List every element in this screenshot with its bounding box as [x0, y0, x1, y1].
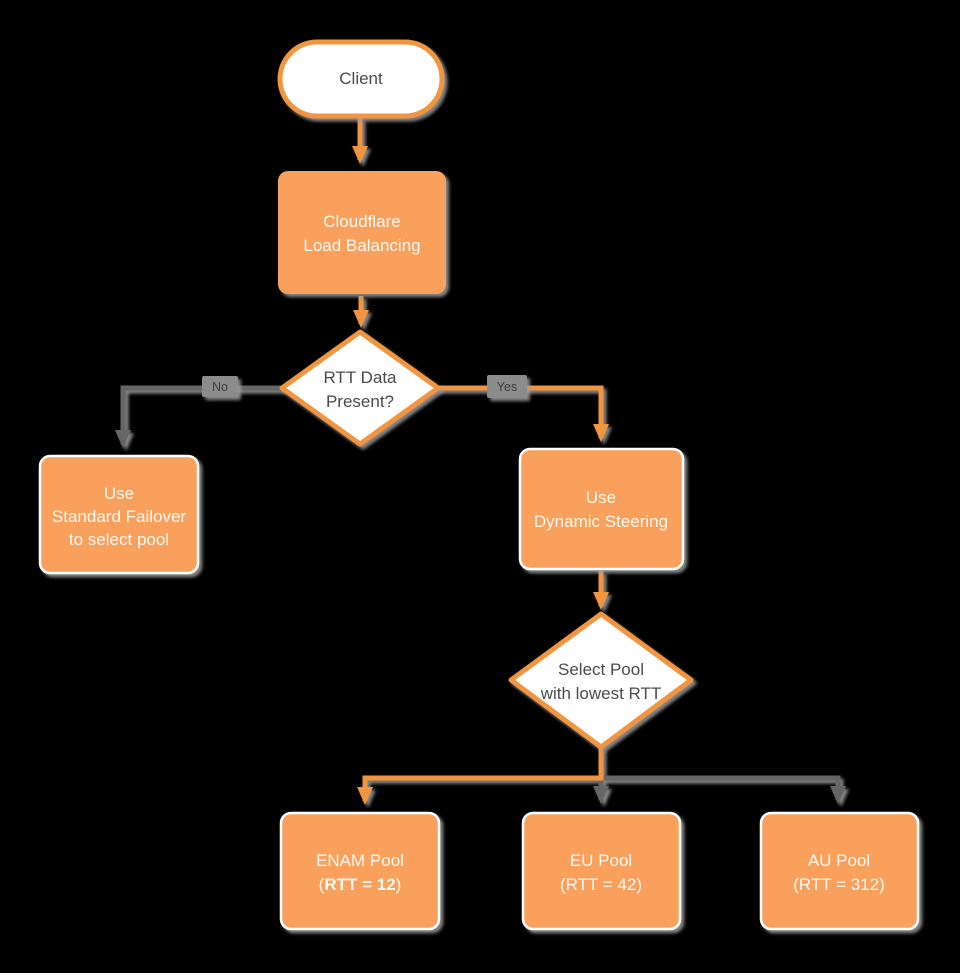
enam-pool-label-line1: ENAM Pool	[316, 851, 404, 870]
enam-rtt-open-paren: (	[319, 875, 325, 894]
standard-failover-label-line3: to select pool	[69, 530, 169, 549]
no-edge-label: No	[212, 380, 228, 394]
eu-pool-node	[521, 811, 682, 931]
yes-edge-label: Yes	[497, 380, 517, 394]
enam-rtt-value: RTT = 12	[324, 875, 395, 894]
select-pool-node	[508, 611, 694, 750]
standard-failover-node	[38, 454, 200, 575]
eu-pool-label-line2: (RTT = 42)	[560, 875, 642, 894]
edge-layer	[115, 118, 846, 805]
rtt-decision-node	[279, 329, 441, 447]
dynamic-steering-label-line1: Use	[586, 488, 616, 507]
standard-failover-label-line2: Standard Failover	[52, 507, 187, 526]
load-balancing-node	[278, 171, 446, 294]
client-node	[277, 39, 445, 119]
dynamic-steering-node	[518, 447, 685, 571]
au-pool-label-line2: (RTT = 312)	[793, 875, 885, 894]
eu-pool-label-line1: EU Pool	[570, 851, 632, 870]
node-shape-layer	[38, 39, 920, 931]
enam-pool-node	[279, 811, 441, 931]
load-balancing-label-line2: Load Balancing	[303, 236, 420, 255]
no-label-chip	[202, 376, 238, 397]
select-pool-label-line2: with lowest RTT	[540, 684, 662, 703]
client-label: Client	[339, 69, 383, 88]
select-pool-label-line1: Select Pool	[558, 660, 644, 679]
rtt-decision-label-line1: RTT Data	[323, 368, 397, 387]
rtt-decision-label-line2: Present?	[326, 392, 394, 411]
au-pool-label-line1: AU Pool	[808, 851, 870, 870]
edge-selectpool-to-enam	[357, 747, 604, 805]
yes-label-chip	[487, 375, 527, 398]
enam-rtt-close-paren: )	[396, 875, 402, 894]
dynamic-steering-label-line2: Dynamic Steering	[534, 512, 668, 531]
au-pool-node	[759, 811, 920, 931]
edge-selectpool-to-au	[601, 775, 846, 804]
load-balancing-label-line1: Cloudflare	[323, 212, 401, 231]
text-layer: Client Cloudflare Load Balancing RTT Dat…	[52, 69, 885, 894]
enam-pool-label-line2: (RTT = 12)	[319, 875, 402, 894]
standard-failover-label-line1: Use	[104, 484, 134, 503]
